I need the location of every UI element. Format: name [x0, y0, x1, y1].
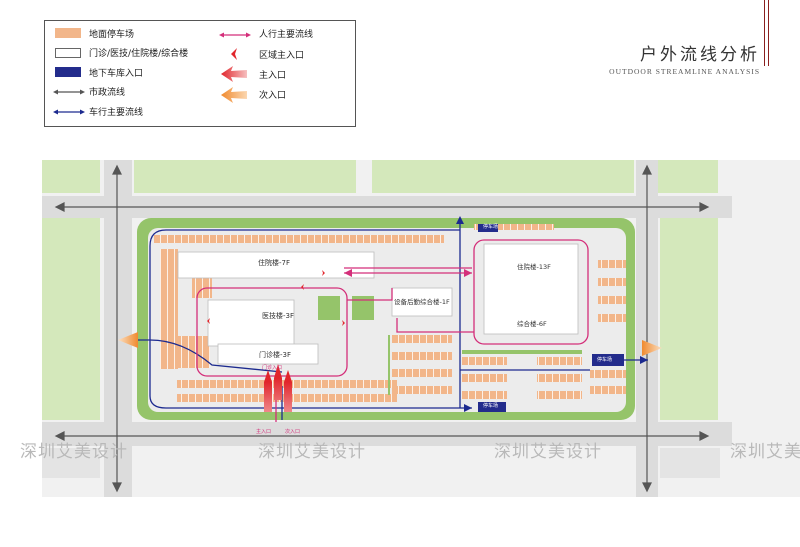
main-entrance-arrows	[260, 364, 292, 432]
legend-label-secondary-entry: 次入口	[259, 91, 287, 101]
green-block-nw	[42, 160, 100, 193]
page-subtitle: OUTDOOR STREAMLINE ANALYSIS	[609, 67, 760, 76]
parking-swatch	[55, 28, 81, 38]
watermark-1: 深圳艾美设计	[20, 442, 128, 462]
road-west	[104, 160, 132, 497]
pedestrian-arrowheads	[344, 269, 472, 277]
area-entry-markers	[207, 270, 345, 326]
legend-label-vehicle: 车行主要流线	[89, 108, 144, 118]
title-rule-2	[768, 0, 769, 66]
green-block-sw	[42, 448, 100, 478]
label-parking-1: 停车场	[483, 224, 499, 230]
legend-label-pedestrian: 人行主要流线	[259, 30, 314, 40]
label-medtech-3f: 医技楼-3F	[262, 312, 295, 320]
medtech-3f-shape	[207, 299, 295, 347]
green-block-n2	[372, 160, 634, 193]
title-block: 户外流线分析 OUTDOOR STREAMLINE ANALYSIS	[609, 40, 760, 76]
green-block-w	[42, 218, 100, 420]
inpatient-13f-shape	[483, 243, 579, 335]
label-equipment-1f: 设备后勤综合楼-1F	[394, 298, 450, 306]
title-rule	[764, 0, 765, 66]
main-entry-icon	[221, 66, 247, 82]
green-block-ne	[658, 160, 718, 193]
garage-swatch	[55, 67, 81, 77]
site-plan	[42, 160, 800, 497]
green-block-e	[660, 218, 718, 420]
road-south	[42, 422, 732, 446]
inpatient-7f-shape	[177, 251, 375, 279]
page-title: 户外流线分析	[640, 45, 760, 65]
equipment-1f-shape	[391, 287, 453, 317]
landscape-patches	[318, 296, 582, 395]
label-complex-6f: 综合楼-6F	[517, 320, 547, 328]
label-outpatient-3f: 门诊楼-3F	[259, 351, 292, 359]
legend-label-main-entry: 主入口	[259, 71, 287, 81]
green-block-n1	[134, 160, 356, 193]
watermark-4: 深圳艾美设计	[730, 442, 800, 462]
outpatient-3f-shape	[217, 343, 319, 365]
building-swatch	[55, 48, 81, 58]
legend-label-area-entry: 区域主入口	[259, 51, 305, 61]
label-inpatient-13f: 住院楼-13F	[517, 263, 551, 271]
label-secondary-gate: 次入口	[285, 429, 301, 435]
garage-entries	[478, 224, 624, 412]
label-inpatient-7f: 住院楼-7F	[258, 259, 291, 267]
legend-label-building: 门诊/医技/住院楼/综合楼	[89, 49, 189, 59]
legend-label-municipal: 市政流线	[89, 88, 126, 98]
area-entry-icon	[231, 48, 237, 60]
label-main-gate: 主入口	[256, 429, 272, 435]
pedestrian-line-icon	[219, 32, 251, 38]
watermark-2: 深圳艾美设计	[258, 442, 366, 462]
legend-label-parking: 地面停车场	[89, 30, 135, 40]
municipal-flow	[54, 164, 710, 493]
municipal-line-icon	[53, 89, 85, 95]
label-parking-2: 停车场	[483, 403, 499, 409]
label-parking-3: 停车场	[597, 357, 613, 363]
watermark-3: 深圳艾美设计	[494, 442, 602, 462]
secondary-entry-icon	[221, 87, 247, 103]
green-block-se	[660, 448, 720, 478]
building-shapes	[177, 243, 579, 365]
secondary-entrance-arrows	[118, 332, 662, 356]
vehicle-line-icon	[53, 109, 85, 115]
label-outpatient-entry: 门诊入口	[262, 365, 283, 371]
legend: 地面停车场 门诊/医技/住院楼/综合楼 地下车库入口 市政流线 车行主要流线 人…	[44, 20, 356, 127]
legend-label-garage: 地下车库入口	[89, 69, 144, 79]
